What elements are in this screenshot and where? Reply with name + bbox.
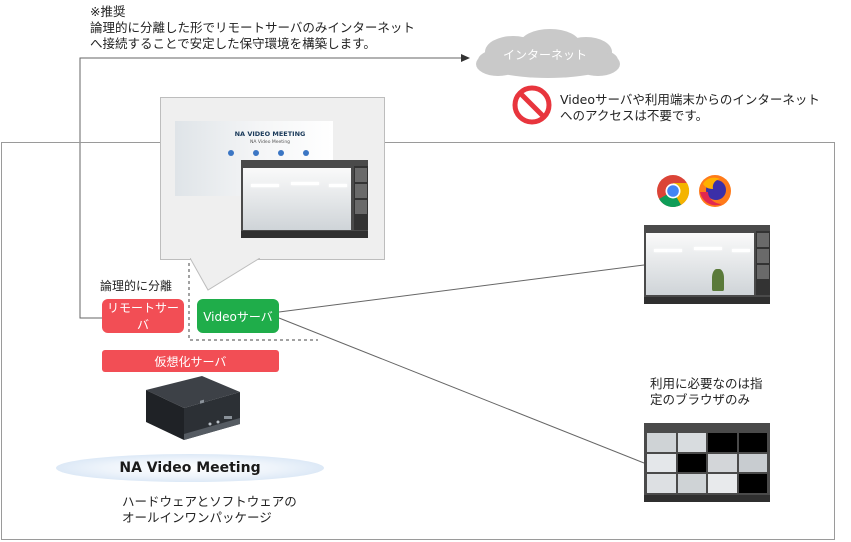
login-subtitle: NA Video Meeting bbox=[249, 140, 291, 145]
video-tile bbox=[708, 474, 737, 493]
video-tile bbox=[677, 433, 706, 452]
internet-cloud-icon bbox=[476, 29, 620, 78]
meeting-toolbar bbox=[644, 297, 770, 304]
recommendation-note: ※推奨 論理的に分離した形でリモートサーバのみインターネット へ接続することで安… bbox=[90, 4, 415, 52]
video-tile bbox=[738, 433, 767, 452]
participant-grid bbox=[647, 433, 767, 493]
logical-separation-label: 論理的に分離 bbox=[100, 279, 173, 293]
internet-link-line bbox=[79, 57, 462, 319]
firefox-icon bbox=[699, 175, 731, 207]
login-title: NA VIDEO MEETING bbox=[234, 130, 306, 138]
local-network-frame bbox=[1, 142, 835, 540]
note-line-2: 論理的に分離した形でリモートサーバのみインターネット bbox=[90, 20, 415, 35]
video-tile bbox=[647, 474, 676, 493]
video-tile bbox=[647, 453, 676, 473]
remote-server-box: リモートサーバ bbox=[102, 299, 184, 333]
separation-dashed-line bbox=[188, 263, 318, 341]
product-description: ハードウェアとソフトウェアの オールインワンパッケージ bbox=[122, 494, 297, 526]
video-tile bbox=[708, 453, 737, 473]
participant-sidebar bbox=[756, 231, 770, 295]
video-tile bbox=[708, 433, 737, 452]
video-tile bbox=[677, 474, 706, 493]
callout-pointer bbox=[190, 258, 260, 291]
room-video bbox=[243, 168, 351, 230]
login-buttons bbox=[218, 150, 318, 156]
plant bbox=[712, 269, 724, 291]
ceiling-lamp bbox=[329, 184, 347, 187]
no-access-line-2: へのアクセスは不要です。 bbox=[560, 108, 709, 123]
terminal-screen-1 bbox=[644, 225, 770, 304]
no-access-line-1: Videoサーバや利用端末からのインターネット bbox=[560, 92, 820, 107]
video-tile bbox=[738, 474, 767, 493]
ceiling-lamp bbox=[694, 247, 722, 250]
video-tile bbox=[738, 453, 767, 473]
chrome-icon bbox=[657, 175, 690, 208]
note-line-3: へ接続することで安定した保守環境を構築します。 bbox=[90, 36, 376, 51]
video-server-box: Videoサーバ bbox=[197, 299, 279, 333]
internet-cloud-label: インターネット bbox=[502, 48, 587, 62]
video-tile bbox=[677, 453, 706, 473]
participant-sidebar bbox=[354, 166, 368, 230]
browser-only-line-2: 定のブラウザのみ bbox=[650, 392, 751, 407]
login-option-icon bbox=[277, 150, 284, 156]
hardware-box-icon bbox=[146, 376, 240, 440]
room-video bbox=[646, 233, 754, 295]
ceiling-lamp bbox=[251, 184, 279, 187]
product-desc-line-2: オールインワンパッケージ bbox=[122, 510, 272, 525]
login-option-icon bbox=[302, 150, 309, 156]
ceiling-lamp bbox=[654, 249, 682, 252]
video-to-terminal2-line bbox=[278, 317, 645, 464]
terminal-screen-2 bbox=[644, 423, 770, 502]
meeting-screen-thumbnail bbox=[241, 160, 368, 238]
browser-only-note: 利用に必要なのは指 定のブラウザのみ bbox=[650, 376, 763, 408]
no-internet-access-note: Videoサーバや利用端末からのインターネット へのアクセスは不要です。 bbox=[560, 92, 820, 124]
product-name-label: NA Video Meeting bbox=[56, 454, 324, 482]
login-option-icon bbox=[252, 150, 259, 156]
prohibited-icon bbox=[512, 85, 552, 125]
browser-only-line-1: 利用に必要なのは指 bbox=[650, 376, 763, 391]
virtualized-server-box: 仮想化サーバ bbox=[102, 350, 279, 372]
internet-link-arrow bbox=[461, 54, 470, 62]
video-tile bbox=[647, 433, 676, 452]
ceiling-lamp bbox=[291, 182, 319, 185]
ceiling-lamp bbox=[732, 249, 750, 252]
video-to-terminal1-line bbox=[278, 264, 645, 313]
note-line-1: ※推奨 bbox=[90, 4, 126, 19]
product-desc-line-1: ハードウェアとソフトウェアの bbox=[122, 494, 297, 509]
meeting-toolbar bbox=[241, 231, 368, 238]
meeting-toolbar bbox=[644, 495, 770, 502]
login-option-icon bbox=[227, 150, 234, 156]
